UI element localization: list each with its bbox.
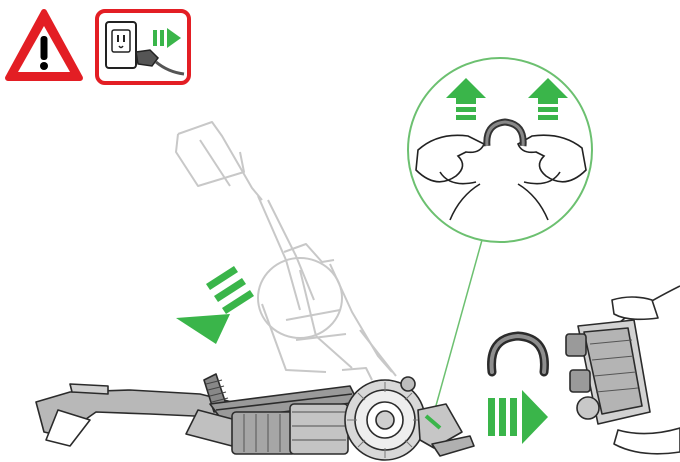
unplug-socket-icon (95, 9, 191, 85)
pull-up-arrow-icon (446, 78, 568, 120)
move-right-arrow-icon (488, 390, 548, 444)
clip-icon (487, 331, 549, 377)
warning-triangle-icon (5, 9, 83, 81)
detail-callout (407, 57, 593, 421)
reclined-vacuum (35, 373, 475, 461)
brush-bar-assembly (565, 285, 680, 455)
tilt-down-arrow-icon (176, 266, 254, 344)
upright-vacuum-ghost (175, 121, 397, 381)
